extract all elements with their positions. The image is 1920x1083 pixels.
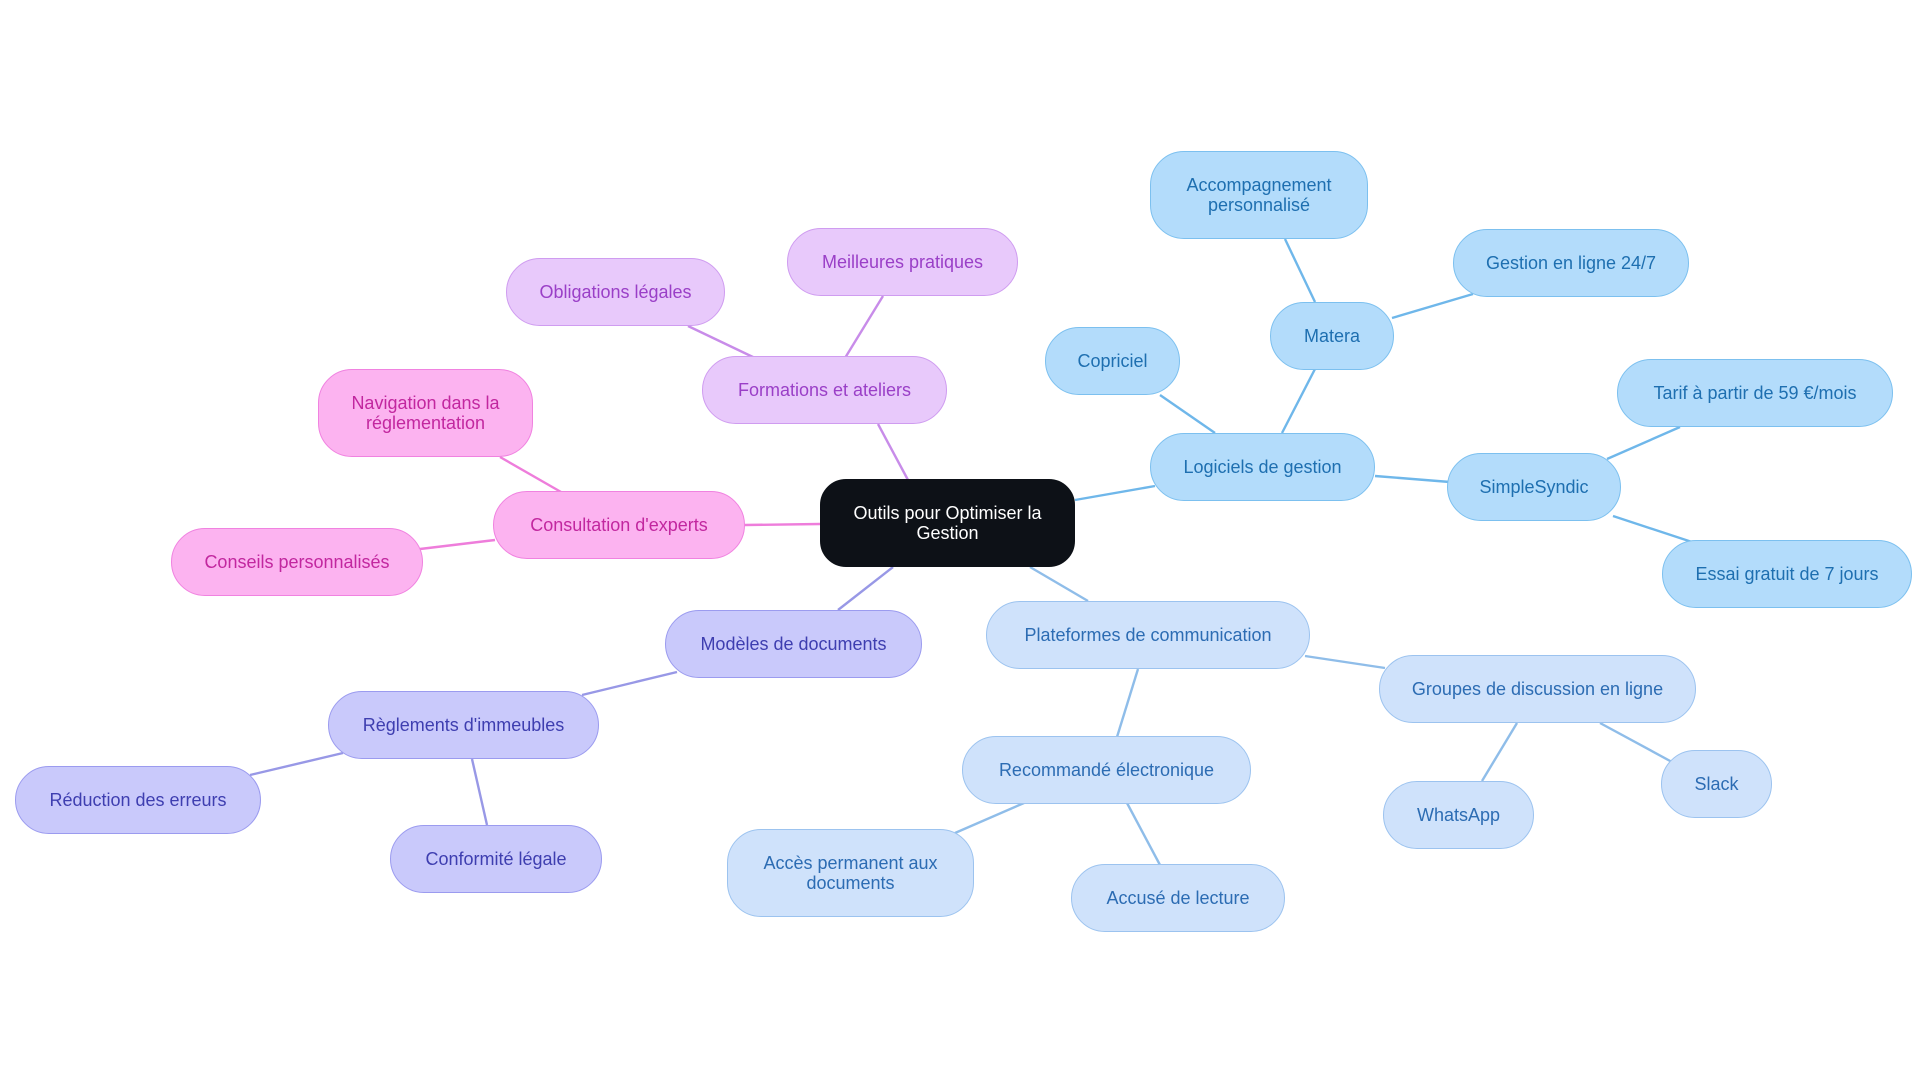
edge-matera-accompagnement [1283, 238, 1317, 303]
edge-simplesyndic-essai [1612, 514, 1696, 545]
node-slack[interactable]: Slack [1661, 750, 1772, 818]
node-acces-permanent[interactable]: Accès permanent aux documents [727, 829, 974, 917]
edge-groupes-slack [1599, 721, 1673, 764]
node-matera[interactable]: Matera [1270, 302, 1394, 370]
node-recommande-electronique[interactable]: Recommandé électronique [962, 736, 1251, 804]
node-meilleures-pratiques[interactable]: Meilleures pratiques [787, 228, 1018, 296]
node-simplesyndic[interactable]: SimpleSyndic [1447, 453, 1621, 521]
edge-root-modeles [837, 566, 894, 611]
node-formations-et-ateliers[interactable]: Formations et ateliers [702, 356, 947, 424]
node-copriciel[interactable]: Copriciel [1045, 327, 1180, 395]
node-obligations-legales[interactable]: Obligations légales [506, 258, 725, 326]
node-reduction-des-erreurs[interactable]: Réduction des erreurs [15, 766, 261, 834]
edge-logiciels-matera [1280, 368, 1317, 434]
node-modeles-de-documents[interactable]: Modèles de documents [665, 610, 922, 678]
node-plateformes-de-communication[interactable]: Plateformes de communication [986, 601, 1310, 669]
node-navigation-reglementation[interactable]: Navigation dans la réglementation [318, 369, 533, 457]
node-conformite-legale[interactable]: Conformité légale [390, 825, 602, 893]
root-node[interactable]: Outils pour Optimiser la Gestion [820, 479, 1075, 567]
edge-modeles-reglements [581, 670, 678, 697]
edge-logiciels-simplesyndic [1374, 474, 1451, 484]
node-whatsapp[interactable]: WhatsApp [1383, 781, 1534, 849]
edge-formations-obligations [687, 324, 756, 360]
node-gestion-en-ligne[interactable]: Gestion en ligne 24/7 [1453, 229, 1689, 297]
node-groupes-de-discussion[interactable]: Groupes de discussion en ligne [1379, 655, 1696, 723]
edge-reglements-reduction [249, 751, 344, 777]
edge-plateformes-groupes [1304, 654, 1386, 670]
node-reglements-d-immeubles[interactable]: Règlements d'immeubles [328, 691, 599, 759]
node-accuse-de-lecture[interactable]: Accusé de lecture [1071, 864, 1285, 932]
node-accompagnement-personnalise[interactable]: Accompagnement personnalisé [1150, 151, 1368, 239]
edge-root-logiciels [1074, 484, 1156, 502]
edge-root-plateformes [1029, 565, 1089, 603]
edge-consultation-navigation [499, 455, 562, 494]
edge-consultation-conseils [419, 538, 496, 551]
edge-reglements-conformite [470, 758, 489, 826]
edge-logiciels-copriciel [1159, 394, 1216, 434]
edge-recommande-acces [954, 801, 1025, 835]
node-logiciels-de-gestion[interactable]: Logiciels de gestion [1150, 433, 1375, 501]
edge-matera-gestion [1391, 292, 1474, 320]
edge-formations-meilleures [843, 295, 885, 359]
edge-root-consultation [744, 522, 821, 527]
node-consultation-d-experts[interactable]: Consultation d'experts [493, 491, 745, 559]
edge-recommande-accuse [1125, 802, 1162, 866]
edge-groupes-whatsapp [1480, 722, 1519, 782]
edge-plateformes-recommande [1115, 668, 1140, 738]
edge-simplesyndic-tarif [1606, 425, 1681, 461]
node-conseils-personnalises[interactable]: Conseils personnalisés [171, 528, 423, 596]
node-tarif[interactable]: Tarif à partir de 59 €/mois [1617, 359, 1893, 427]
edge-root-formations [876, 423, 910, 481]
node-essai-gratuit[interactable]: Essai gratuit de 7 jours [1662, 540, 1912, 608]
